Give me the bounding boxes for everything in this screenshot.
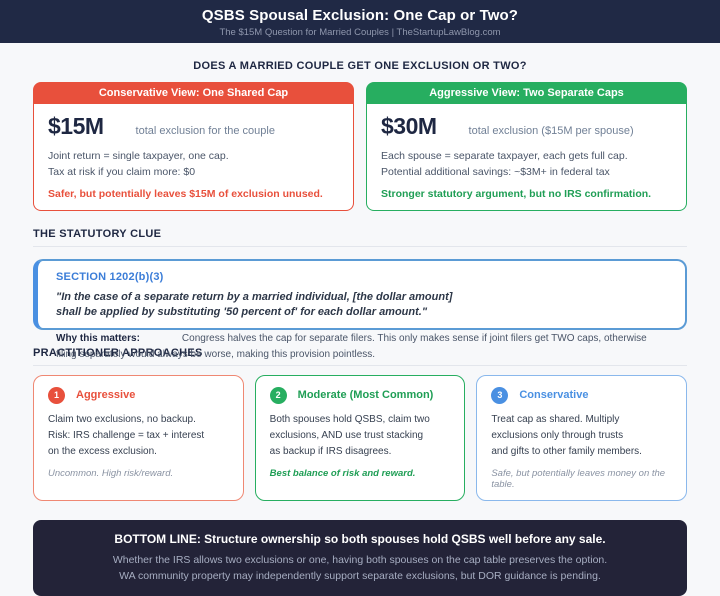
conservative-amount: $15M (48, 113, 104, 139)
header-banner: QSBS Spousal Exclusion: One Cap or Two? … (0, 0, 720, 43)
approach-card-aggressive: 1 Aggressive Claim two exclusions, no ba… (33, 374, 244, 501)
aggressive-card-header: Aggressive View: Two Separate Caps (366, 82, 687, 104)
aggressive-view-card: Aggressive View: Two Separate Caps $30M … (366, 82, 687, 211)
bottom-line-sub: Whether the IRS allows two exclusions or… (53, 552, 667, 586)
approach-row: 1 Aggressive Claim two exclusions, no ba… (33, 374, 688, 501)
bottom-line-headline: BOTTOM LINE: Structure ownership so both… (114, 531, 606, 546)
practitioner-approaches-heading: PRACTITIONER APPROACHES (33, 346, 203, 359)
approach-card-moderate: 2 Moderate (Most Common) Both spouses ho… (254, 374, 466, 501)
views-row: Conservative View: One Shared Cap $15M t… (33, 82, 687, 211)
conservative-details: Joint return = single taxpayer, one cap.… (48, 148, 339, 181)
aggressive-verdict: Stronger statutory argument, but no IRS … (381, 187, 652, 200)
approach-note: Safe, but potentially leaves money on th… (491, 467, 666, 490)
statute-box: SECTION 1202(b)(3) "In the case of a sep… (33, 258, 687, 360)
conservative-detail-line: Joint return = single taxpayer, one cap. (48, 150, 229, 162)
approach-head: 3 Conservative (491, 386, 672, 404)
conservative-amount-row: $15M total exclusion for the couple (48, 113, 339, 140)
approach-body-line: as backup if IRS disagrees. (269, 445, 392, 457)
approach-body: Treat cap as shared. Multiply exclusions… (491, 412, 672, 460)
aggressive-card-body: $30M total exclusion ($15M per spouse) E… (366, 104, 687, 211)
approach-body: Both spouses hold QSBS, claim two exclus… (270, 412, 451, 460)
conservative-detail-line: Tax at risk if you claim more: $0 (48, 166, 196, 179)
conservative-card-body: $15M total exclusion for the couple Join… (33, 104, 354, 211)
approach-note: Best balance of risk and reward. (269, 467, 416, 479)
approach-title: Moderate (Most Common) (297, 389, 434, 402)
page-subtitle: The $15M Question for Married Couples | … (219, 27, 501, 38)
approach-body-line: exclusions, AND use trust stacking (269, 429, 424, 441)
statute-section-label: SECTION 1202(b)(3) (56, 270, 164, 283)
approach-body-line: Both spouses hold QSBS, claim two (269, 413, 430, 425)
step-badge-3: 3 (491, 386, 509, 404)
why-this-matters-text: Congress halves the cap for separate fil… (56, 333, 647, 360)
bottom-line-text: WA community property may independently … (119, 570, 601, 583)
approach-body: Claim two exclusions, no backup. Risk: I… (48, 412, 229, 460)
statute-quote-line: shall be applied by substituting '50 per… (56, 306, 428, 319)
question-heading: DOES A MARRIED COUPLE GET ONE EXCLUSION … (193, 60, 527, 72)
section-divider (33, 245, 687, 247)
statutory-clue-heading: THE STATUTORY CLUE (33, 227, 162, 240)
approach-body-line: Treat cap as shared. Multiply (491, 413, 620, 425)
approach-title: Conservative (519, 389, 589, 402)
conservative-amount-label: total exclusion for the couple (135, 125, 275, 137)
approach-head: 2 Moderate (Most Common) (269, 386, 451, 404)
step-badge-2: 2 (269, 386, 287, 404)
aggressive-details: Each spouse = separate taxpayer, each ge… (381, 148, 672, 181)
approach-head: 1 Aggressive (48, 386, 229, 404)
why-this-matters-label: Why this matters: (56, 333, 140, 345)
statute-quote-line: "In the case of a separate return by a m… (56, 290, 453, 303)
approach-title: Aggressive (76, 389, 136, 402)
approach-body-line: and gifts to other family members. (491, 445, 642, 457)
approach-body-line: Claim two exclusions, no backup. (48, 413, 196, 425)
aggressive-detail-line: Each spouse = separate taxpayer, each ge… (381, 150, 628, 162)
aggressive-amount-label: total exclusion ($15M per spouse) (468, 125, 634, 137)
aggressive-amount-row: $30M total exclusion ($15M per spouse) (381, 113, 672, 140)
approach-note: Uncommon. High risk/reward. (48, 467, 174, 479)
conservative-verdict: Safer, but potentially leaves $15M of ex… (48, 187, 323, 200)
step-badge-1: 1 (48, 386, 65, 404)
approach-body-line: exclusions only through trusts (491, 429, 624, 441)
conservative-card-header: Conservative View: One Shared Cap (33, 82, 354, 104)
conservative-view-card: Conservative View: One Shared Cap $15M t… (33, 82, 354, 211)
aggressive-amount: $30M (381, 113, 437, 139)
approach-body-line: on the excess exclusion. (48, 445, 157, 457)
why-this-matters: Why this matters:Congress halves the cap… (56, 331, 667, 362)
page-title: QSBS Spousal Exclusion: One Cap or Two? (201, 7, 519, 24)
bottom-line-text: Whether the IRS allows two exclusions or… (112, 553, 608, 566)
aggressive-detail-line: Potential additional savings: ~$3M+ in f… (381, 166, 610, 179)
section-divider (33, 364, 687, 366)
approach-card-conservative: 3 Conservative Treat cap as shared. Mult… (476, 374, 688, 501)
bottom-line-box: BOTTOM LINE: Structure ownership so both… (33, 519, 687, 596)
approach-body-line: Risk: IRS challenge = tax + interest (48, 429, 205, 441)
statute-quote: "In the case of a separate return by a m… (56, 290, 667, 322)
